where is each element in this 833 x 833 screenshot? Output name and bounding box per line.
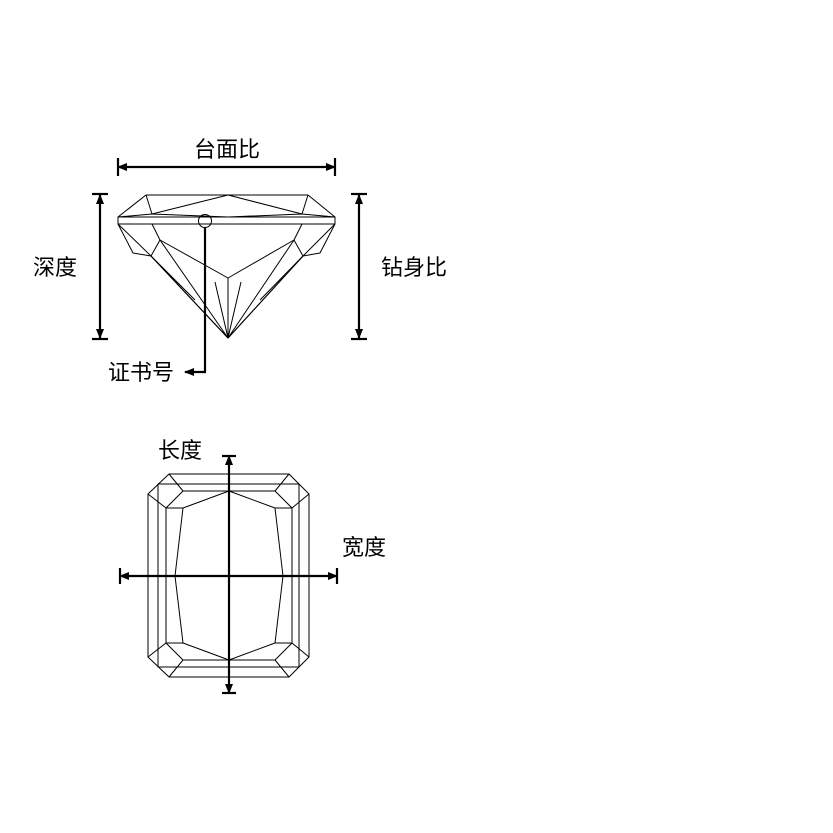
side-view-gem [117,194,336,339]
table-ratio-label: 台面比 [194,138,260,163]
certificate-marker-circle [198,214,212,228]
length-dimension [222,454,236,695]
pavilion-ratio-label: 钻身比 [381,256,447,281]
certificate-leader [184,228,207,376]
certificate-label: 证书号 [108,361,174,386]
pavilion-ratio-dimension [351,192,367,341]
width-dimension [118,568,339,584]
width-label: 宽度 [342,536,386,561]
depth-dimension [92,192,108,341]
depth-label: 深度 [33,256,77,281]
table-ratio-dimension [116,158,337,176]
length-label: 长度 [158,439,202,464]
